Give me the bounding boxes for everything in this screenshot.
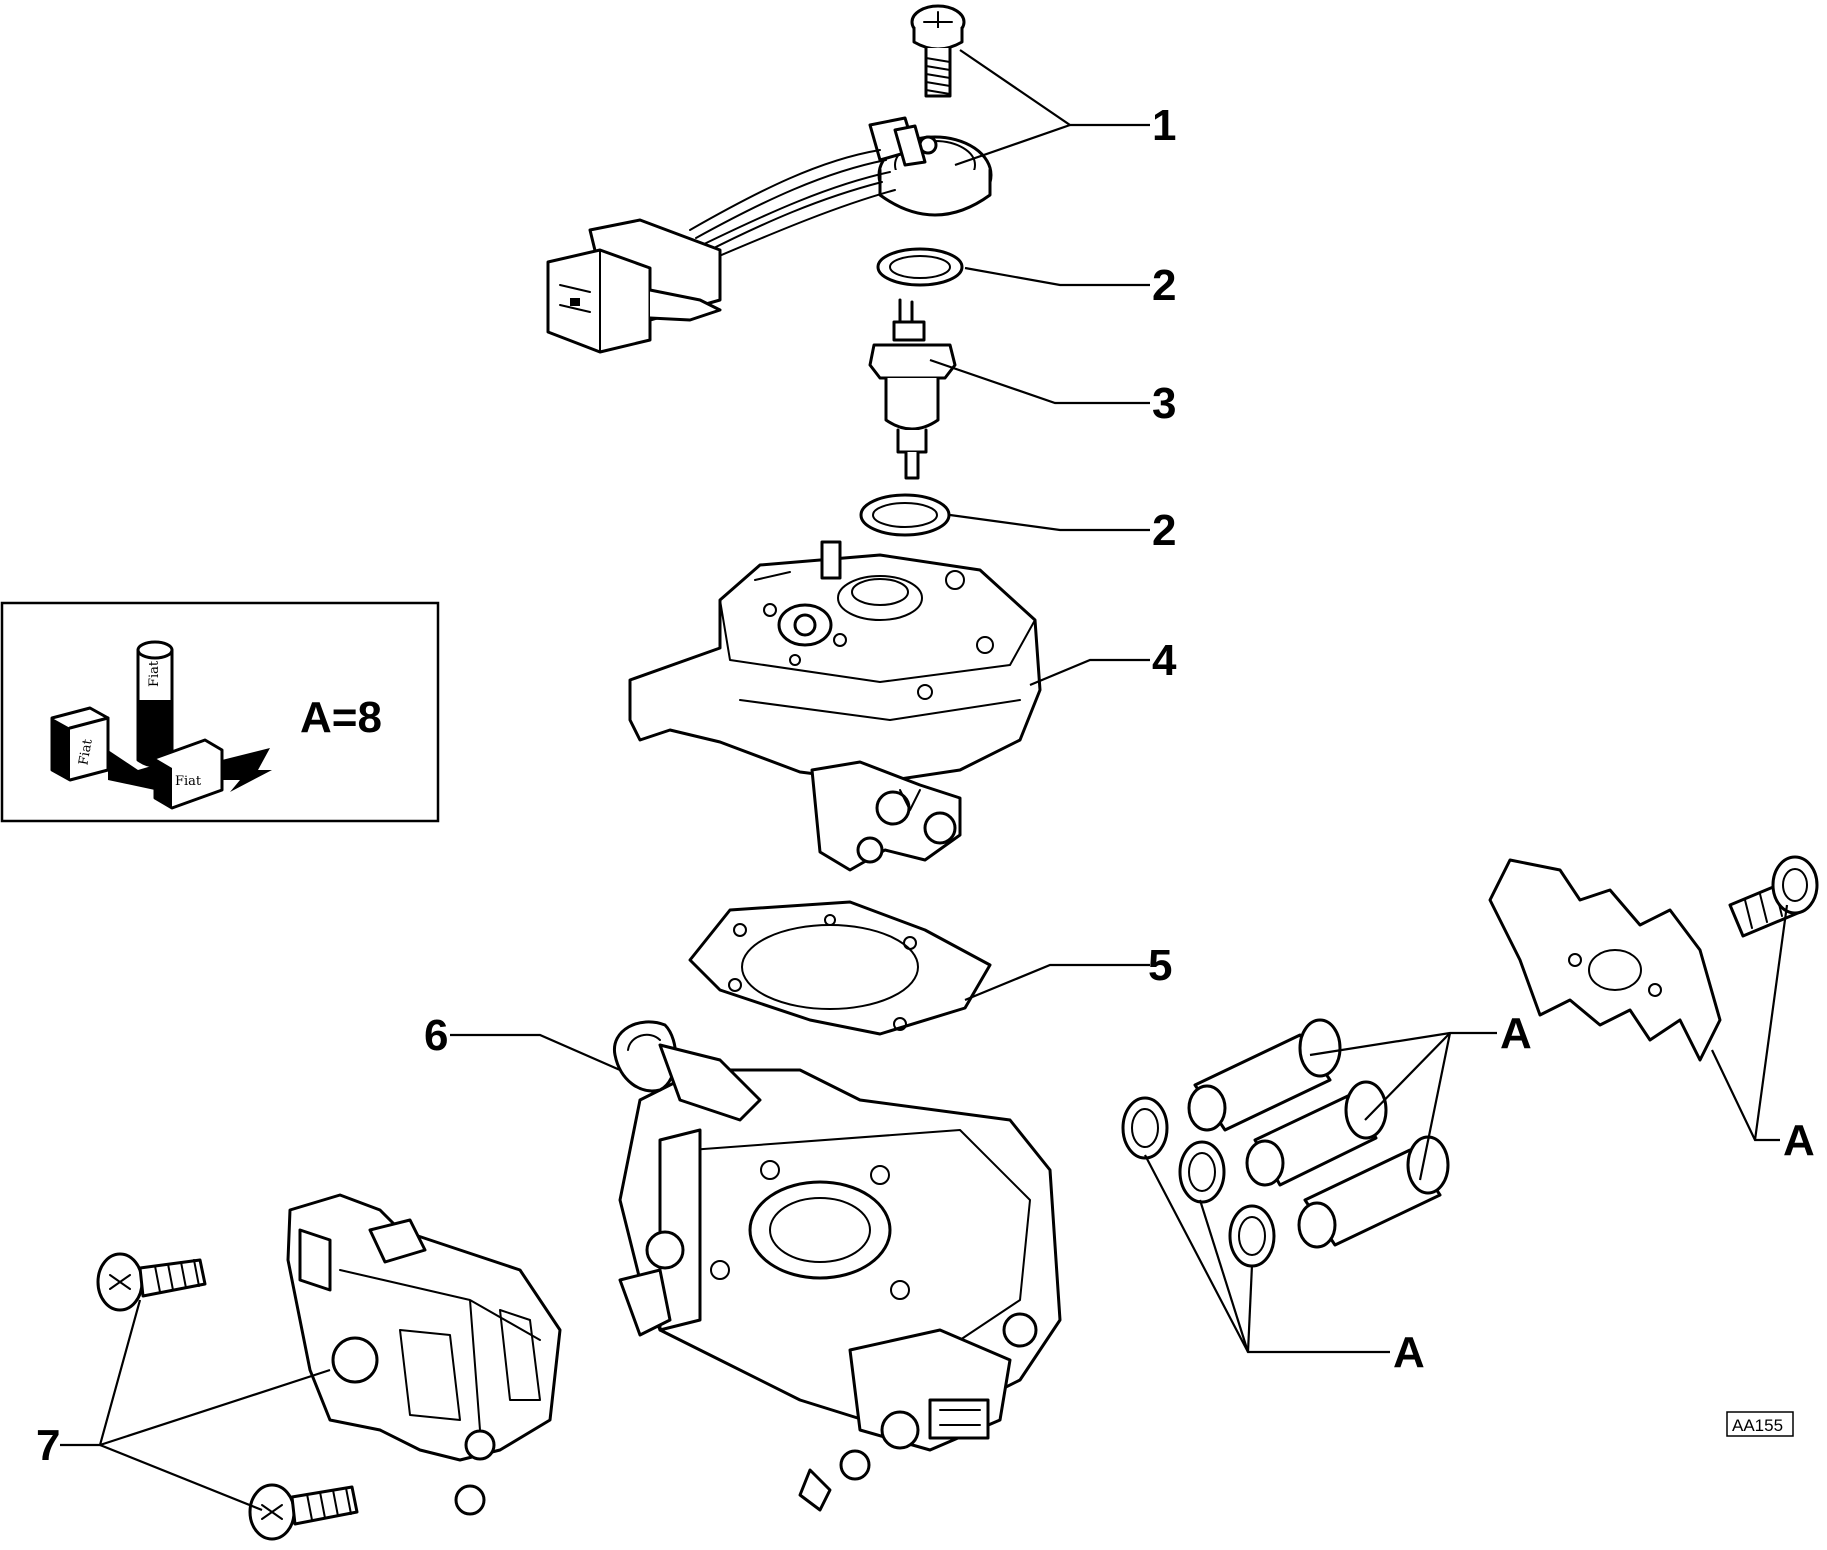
reference-code-tag: AA155	[1726, 1411, 1794, 1437]
a-bracket-plate-icon	[1488, 858, 1722, 1062]
part-1-sensor-assembly	[546, 4, 993, 354]
callout-5: 5	[1148, 941, 1172, 990]
legend-box: Fiat Fiat Fiat A=8	[0, 601, 440, 823]
callout-2-lower: 2	[1152, 506, 1176, 555]
screw-icon	[910, 4, 966, 98]
legend-equation: A=8	[300, 693, 382, 742]
a-bolts-icon	[1187, 1018, 1450, 1249]
screw-icon	[96, 1252, 207, 1312]
part-4-housing-icon	[628, 540, 1042, 872]
callout-1: 1	[1152, 101, 1176, 150]
callout-3: 3	[1152, 379, 1176, 428]
callout-a-bracket: A	[1783, 1116, 1815, 1165]
part-2-oring-upper	[876, 247, 964, 287]
callout-4: 4	[1152, 636, 1177, 685]
brand-label-can: Fiat	[147, 660, 162, 687]
brand-label-box-left: Fiat	[76, 737, 95, 766]
part-2-oring-lower	[859, 493, 951, 537]
callouts: 1 2 3 2 4 5 6 7 A A A	[36, 101, 1815, 1470]
wiring-harness-icon	[689, 149, 896, 263]
reference-code: AA155	[1732, 1416, 1783, 1435]
callout-a-bolts: A	[1500, 1009, 1532, 1058]
brand-label-box-right: Fiat	[175, 774, 202, 789]
part-6-throttle-body-icon	[613, 1020, 1062, 1512]
sensor-body-icon	[868, 116, 993, 217]
a-bracket-screw-icon	[1728, 855, 1819, 938]
callout-2-upper: 2	[1152, 261, 1176, 310]
leader-lines	[60, 49, 1789, 1512]
screw-icon	[248, 1483, 359, 1541]
connector-plug-icon	[546, 218, 722, 354]
callout-6: 6	[424, 1011, 448, 1060]
sealant-products-icon: Fiat Fiat Fiat	[50, 640, 272, 810]
callout-7: 7	[36, 1421, 60, 1470]
a-washers-icon	[1121, 1096, 1276, 1268]
part-5-gasket-icon	[688, 900, 992, 1036]
callout-a-washers: A	[1393, 1328, 1425, 1377]
part-3-injector-icon	[868, 298, 957, 480]
part-7-actuator-icon	[286, 1193, 562, 1516]
